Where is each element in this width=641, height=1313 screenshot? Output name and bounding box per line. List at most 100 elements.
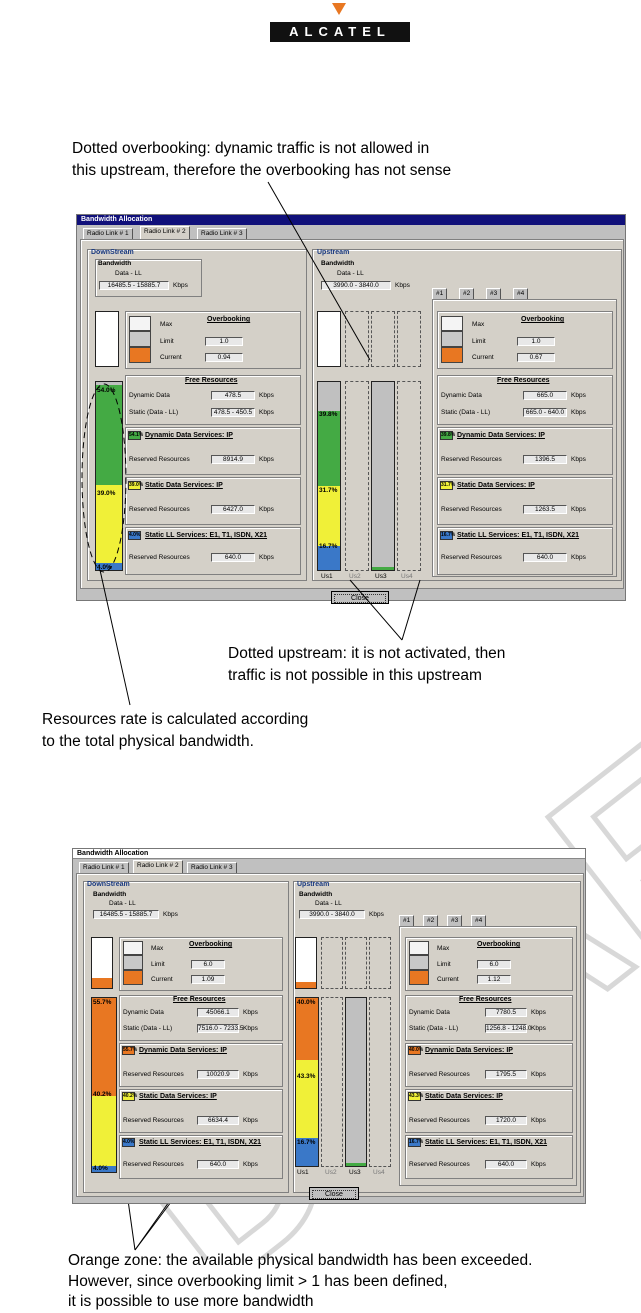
- unit: Kbps: [243, 1117, 258, 1124]
- max-swatch: [129, 316, 151, 331]
- subtab-us2[interactable]: #2: [423, 915, 439, 926]
- unit: Kbps: [259, 506, 274, 513]
- reserved-resources-label: Reserved Resources: [409, 1117, 470, 1124]
- static-data-label: Static (Data - LL): [409, 1025, 459, 1032]
- unit: Kbps: [259, 554, 274, 561]
- window-title: Bandwidth Allocation: [73, 849, 585, 859]
- us3-overbooking-bar: [371, 311, 395, 367]
- tab-radio-link-3[interactable]: Radio Link # 3: [197, 228, 247, 239]
- caption-dotted-overbooking-1: Dotted overbooking: dynamic traffic is n…: [72, 140, 430, 157]
- us1-overbooking-bar: [317, 311, 341, 367]
- us-limit-field[interactable]: 6.0: [477, 960, 511, 969]
- us4-label: Us4: [373, 1169, 385, 1176]
- limit-label: Limit: [437, 961, 451, 968]
- us1-ll-segment: [318, 546, 340, 570]
- subtab-us2[interactable]: #2: [459, 288, 475, 299]
- us-bw-field: 3990.0 - 3840.0: [299, 910, 365, 919]
- us-limit-field[interactable]: 1.0: [517, 337, 555, 346]
- tab-radio-link-2[interactable]: Radio Link # 2: [133, 860, 183, 873]
- caption-dotted-upstream-1: Dotted upstream: it is not activated, th…: [228, 645, 506, 662]
- us-free-resources-box: [437, 375, 613, 425]
- us-static-data-field: 1256.8 - 1248.0: [485, 1024, 532, 1033]
- ds-static-services-box: [119, 1089, 283, 1133]
- unit: Kbps: [531, 1161, 546, 1168]
- subtab-us1[interactable]: #1: [432, 288, 448, 299]
- ds-pct-top: 55.7%: [93, 999, 112, 1006]
- us-overbooking-box: [405, 937, 573, 991]
- us3-dynamic-segment: [372, 567, 394, 570]
- static-services-title: Static Data Services: IP: [425, 1093, 503, 1100]
- tab-panel: [76, 873, 584, 1197]
- ds-dynamic-data-field: 478.5: [211, 391, 255, 400]
- ds-dynamic-data-field: 45066.1: [197, 1008, 239, 1017]
- us-static-data-field: 665.0 - 640.0: [523, 408, 567, 417]
- ds-ll-reserved-field: 640.0: [211, 553, 255, 562]
- us1-static-segment: [296, 1060, 318, 1138]
- subtab-us4[interactable]: #4: [513, 288, 529, 299]
- unit: Kbps: [243, 1161, 258, 1168]
- us3-label: Us3: [349, 1169, 361, 1176]
- us-pct-bot: 16.7%: [297, 1139, 316, 1146]
- us3-resource-bar: [345, 997, 367, 1167]
- us4-overbooking-bar: [397, 311, 421, 367]
- downstream-group: [83, 881, 289, 1193]
- ll-badge: 16.7%: [408, 1138, 424, 1147]
- tab-radio-link-1[interactable]: Radio Link # 1: [79, 862, 129, 873]
- unit: Kbps: [571, 456, 586, 463]
- unit: Kbps: [531, 1025, 546, 1032]
- static-badge: 40.2%: [122, 1092, 138, 1101]
- tab-radio-link-3[interactable]: Radio Link # 3: [187, 862, 237, 873]
- ds-current-field: 1.09: [191, 975, 225, 984]
- us1-overbooking-fill: [296, 982, 316, 988]
- tab-radio-link-1[interactable]: Radio Link # 1: [83, 228, 133, 239]
- us2-resource-bar: [321, 997, 343, 1167]
- static-data-label: Static (Data - LL): [123, 1025, 173, 1032]
- reserved-resources-label: Reserved Resources: [441, 506, 502, 513]
- unit: Kbps: [243, 1025, 258, 1032]
- unit: Kbps: [571, 554, 586, 561]
- ds-bw-unit: Kbps: [173, 282, 188, 289]
- ds-limit-field[interactable]: 1.0: [205, 337, 243, 346]
- unit: Kbps: [259, 456, 274, 463]
- reserved-resources-label: Reserved Resources: [129, 554, 190, 561]
- bandwidth-allocation-window-1: Bandwidth Allocation Radio Link # 1 Radi…: [76, 214, 626, 604]
- us1-resource-bar: [295, 997, 319, 1167]
- ds-ll-services-box: [125, 527, 301, 575]
- max-swatch: [123, 941, 143, 955]
- caption-resources-rate-2: to the total physical bandwidth.: [42, 733, 254, 750]
- us-detail-panel: [432, 299, 617, 577]
- tab-radio-link-2[interactable]: Radio Link # 2: [140, 226, 190, 239]
- current-swatch: [129, 347, 151, 363]
- ds-ll-segment: [96, 563, 122, 570]
- us-dynamic-services-box: [405, 1043, 573, 1087]
- ds-dynamic-reserved-field: 10020.9: [197, 1070, 239, 1079]
- ds-overbooking-fill: [92, 978, 112, 988]
- ds-pct-mid: 40.2%: [93, 1091, 112, 1098]
- us-ll-services-box: [437, 527, 613, 575]
- static-badge: 43.3%: [408, 1092, 424, 1101]
- ds-overbooking-bar: [91, 937, 113, 989]
- us-overbooking-box: [437, 311, 613, 369]
- us2-overbooking-bar: [321, 937, 343, 989]
- subtab-us3[interactable]: #3: [486, 288, 502, 299]
- us-dynamic-reserved-field: 1396.5: [523, 455, 567, 464]
- ds-pct-bot: 4.0%: [93, 1165, 108, 1172]
- us-pct-top: 40.0%: [297, 999, 316, 1006]
- ll-badge: 4.0%: [128, 531, 141, 540]
- free-resources-title: Free Resources: [497, 377, 550, 384]
- dynamic-data-label: Dynamic Data: [129, 392, 170, 399]
- dynamic-services-title: Dynamic Data Services: IP: [139, 1047, 227, 1054]
- ds-dynamic-services-box: [119, 1043, 283, 1087]
- ds-bw-type: Data - LL: [109, 900, 136, 907]
- current-swatch: [441, 347, 463, 363]
- reserved-resources-label: Reserved Resources: [129, 506, 190, 513]
- subtab-us1[interactable]: #1: [399, 915, 415, 926]
- static-services-title: Static Data Services: IP: [139, 1093, 217, 1100]
- us-free-resources-box: [405, 995, 573, 1041]
- subtab-us4[interactable]: #4: [471, 915, 487, 926]
- close-button[interactable]: Close: [309, 1187, 359, 1200]
- subtab-us3[interactable]: #3: [447, 915, 463, 926]
- ds-limit-field[interactable]: 6.0: [191, 960, 225, 969]
- us1-dynamic-segment: [318, 411, 340, 486]
- ll-badge: 4.0%: [122, 1138, 135, 1147]
